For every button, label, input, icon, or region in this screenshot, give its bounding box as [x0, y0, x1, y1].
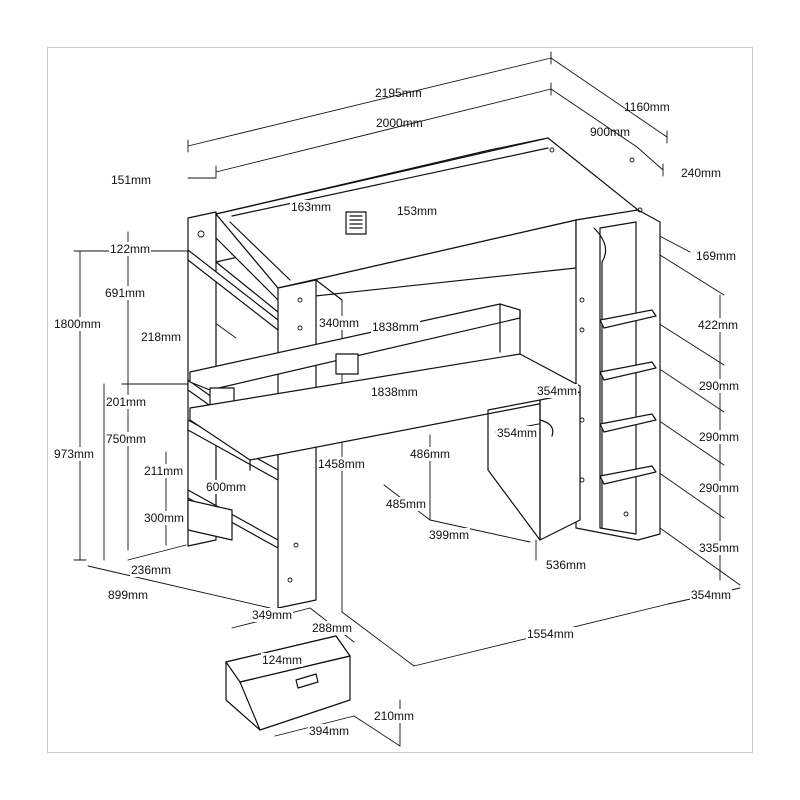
dim-inner-shelf: 211mm — [143, 464, 185, 478]
dim-cabinet-height: 1458mm — [317, 457, 366, 471]
dim-step-top: 422mm — [697, 318, 740, 332]
dim-base-height: 300mm — [143, 511, 186, 525]
bed-structure — [187, 137, 661, 609]
dim-bottom-step: 335mm — [698, 541, 741, 555]
dim-step-3: 290mm — [698, 481, 741, 495]
dim-desk-depth: 536mm — [545, 558, 588, 572]
dim-upper-shelf-height: 340mm — [318, 316, 361, 330]
dim-drawer-width: 394mm — [308, 724, 351, 738]
dim-footprint-length: 1554mm — [526, 627, 575, 641]
dim-slat-gap: 163mm — [290, 200, 333, 214]
dim-step-1: 290mm — [698, 379, 741, 393]
dim-step-2: 290mm — [698, 430, 741, 444]
dim-lower-height: 973mm — [53, 447, 96, 461]
screw-holes — [197, 147, 643, 583]
dim-total-height: 1800mm — [53, 317, 102, 331]
dim-mattress-width: 900mm — [590, 125, 631, 139]
dim-desk-width: 600mm — [205, 480, 248, 494]
dim-vent-offset: 153mm — [396, 204, 439, 218]
dim-desk-height: 750mm — [105, 432, 148, 446]
dim-desk-leg-depth: 354mm — [536, 384, 579, 398]
dim-total-depth: 1160mm — [624, 100, 670, 114]
dim-shelf-height: 691mm — [104, 286, 147, 300]
dim-drawer-height: 349mm — [251, 608, 294, 622]
dim-rail-height: 240mm — [681, 166, 722, 180]
drawer-diagram — [225, 635, 351, 731]
dim-ladder-depth: 354mm — [690, 588, 733, 602]
dim-base-depth: 236mm — [130, 563, 173, 577]
dim-drawer-front-height: 210mm — [373, 709, 416, 723]
dim-panel-height: 485mm — [385, 497, 428, 511]
dim-desk-panel-height: 486mm — [409, 447, 452, 461]
dim-total-length: 2195mm — [375, 86, 422, 100]
image-border — [47, 47, 753, 753]
dim-desk-length: 1838mm — [370, 385, 419, 399]
dim-panel-width: 399mm — [428, 528, 471, 542]
dim-top-gap: 122mm — [109, 242, 152, 256]
dim-shelf-gap: 201mm — [105, 395, 148, 409]
dim-mattress-length: 2000mm — [376, 116, 423, 130]
dim-shelf-depth: 218mm — [140, 330, 183, 344]
dim-upper-shelf-length: 1838mm — [371, 320, 420, 334]
dim-drawer-depth: 288mm — [311, 621, 354, 635]
dim-footprint-depth: 899mm — [107, 588, 150, 602]
dim-desk-inner-depth: 354mm — [496, 426, 539, 440]
dim-ladder-offset: 169mm — [696, 249, 737, 263]
dim-drawer-handle: 124mm — [261, 653, 304, 667]
dim-post-width: 151mm — [111, 173, 152, 187]
